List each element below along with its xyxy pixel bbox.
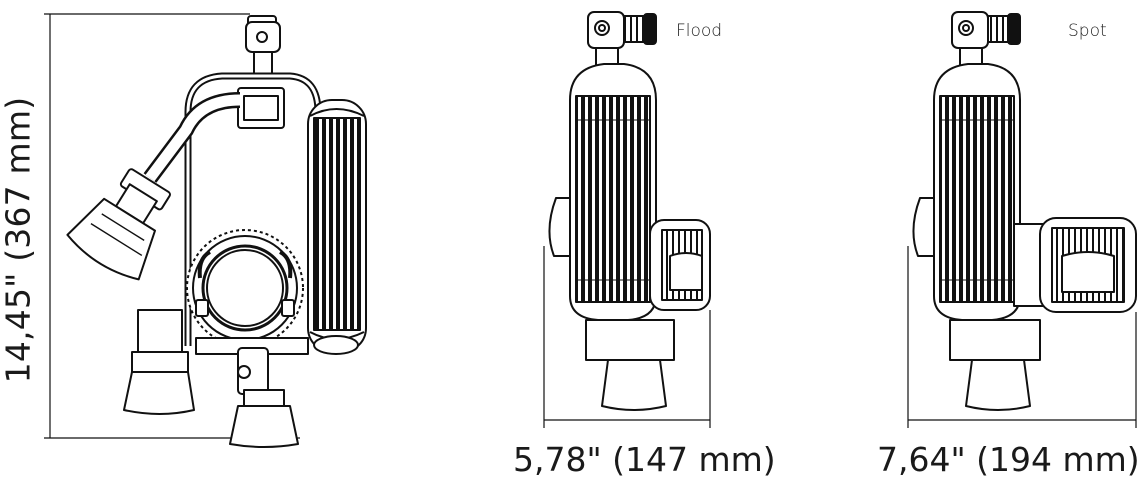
height-dimension-label: 14,45" (367 mm) [0,96,38,384]
spot-view-fixture [907,11,1137,428]
spot-width-label: 7,64" (194 mm) [877,440,1139,479]
spot-view-label: Spot [1068,21,1107,41]
flood-view-label: Flood [676,21,723,41]
flood-view-fixture [543,11,711,428]
flood-width-label: 5,78" (147 mm) [513,440,776,479]
side-view-fixture [66,15,367,448]
